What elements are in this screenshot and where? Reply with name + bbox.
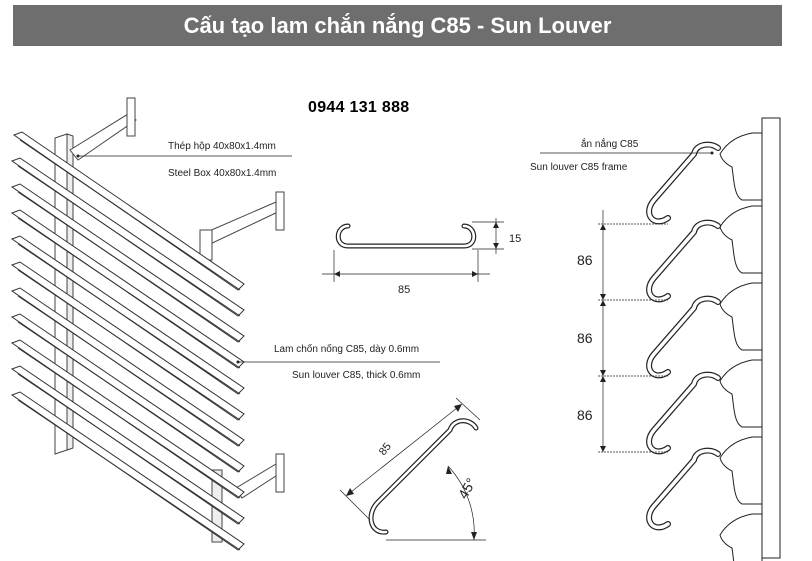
title-bar: Cấu tạo lam chắn nắng C85 - Sun Louver xyxy=(13,5,782,46)
angled-length-label: 85 xyxy=(377,441,394,458)
c85-profile: 15 85 xyxy=(322,218,521,296)
spacing-label-1: 86 xyxy=(577,252,593,268)
profile-width-label: 85 xyxy=(398,284,410,296)
phone-number: 0944 131 888 xyxy=(308,99,410,116)
spacing-label-3: 86 xyxy=(577,407,593,423)
frame-label-en: Sun louver C85 frame xyxy=(530,162,628,173)
frame-label-vi: ắn nắng C85 xyxy=(581,137,639,150)
louver-frame: 86 86 86 ắn nắng C85 Sun louver C85 fram… xyxy=(530,117,781,561)
steel-box-label-en: Steel Box 40x80x1.4mm xyxy=(168,168,276,179)
profile-height-label: 15 xyxy=(509,233,521,245)
louver-assembly: Thép hộp 40x80x1.4mm Steel Box 40x80x1.4… xyxy=(10,97,440,551)
louver-blades xyxy=(10,131,245,551)
louver-label-vi: Lam chốn nống C85, dày 0.6mm xyxy=(274,343,419,355)
steel-box-label-vi: Thép hộp 40x80x1.4mm xyxy=(168,141,276,152)
angled-profile: 85 45° xyxy=(339,397,486,541)
louver-label-en: Sun louver C85, thick 0.6mm xyxy=(292,370,420,381)
spacing-label-2: 86 xyxy=(577,330,593,346)
page-title: Cấu tạo lam chắn nắng C85 - Sun Louver xyxy=(183,13,612,38)
